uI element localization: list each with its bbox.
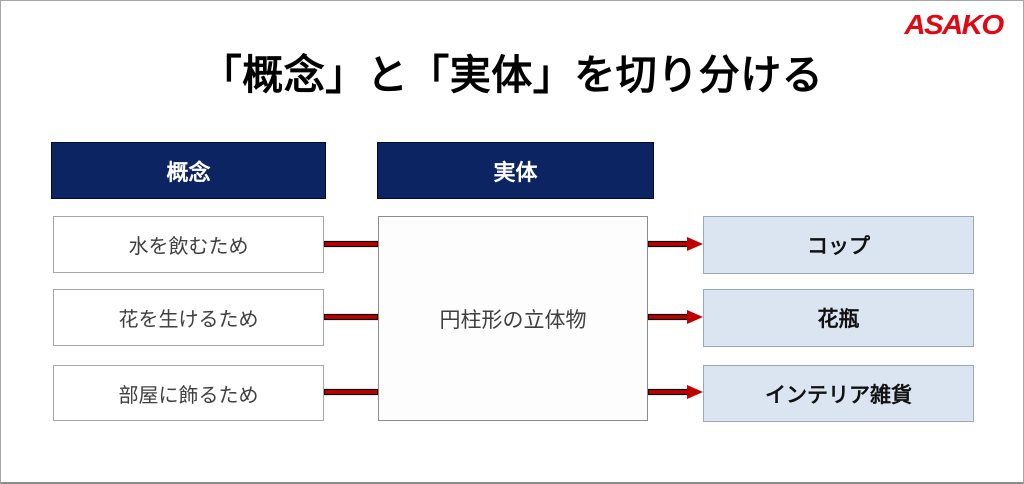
result-item-interior-goods: インテリア雑貨 — [703, 365, 974, 422]
concept-item-arrange-flowers: 花を生けるため — [53, 289, 324, 346]
result-item-label: コップ — [807, 235, 870, 258]
page-title: 「概念」と「実体」を切り分ける — [200, 52, 824, 98]
concept-item-label: 部屋に飾るため — [118, 384, 259, 407]
connector-line-icon — [324, 313, 378, 321]
result-item-vase: 花瓶 — [703, 289, 974, 347]
result-item-label: 花瓶 — [817, 308, 860, 331]
concept-item-label: 水を飲むため — [128, 236, 249, 258]
result-item-cup: コップ — [703, 216, 974, 274]
concept-item-drink-water: 水を飲むため — [53, 216, 324, 273]
entity-column-header: 実体 — [377, 142, 654, 199]
concept-header-label: 概念 — [166, 159, 211, 185]
result-item-label: インテリア雑貨 — [765, 383, 912, 407]
connector-line-icon — [324, 240, 378, 248]
concept-item-decorate-room: 部屋に飾るため — [53, 365, 324, 421]
right-arrow-icon — [648, 385, 703, 399]
concept-item-label: 花を生けるため — [118, 309, 259, 331]
asako-logo: ASAKO — [904, 9, 1005, 40]
concept-column-header: 概念 — [51, 142, 326, 199]
entity-center-label: 円柱形の立体物 — [439, 308, 587, 332]
entity-header-label: 実体 — [493, 159, 538, 185]
right-arrow-icon — [648, 310, 703, 324]
entity-center-box: 円柱形の立体物 — [378, 216, 648, 421]
connector-line-icon — [324, 388, 378, 396]
right-arrow-icon — [648, 237, 703, 251]
